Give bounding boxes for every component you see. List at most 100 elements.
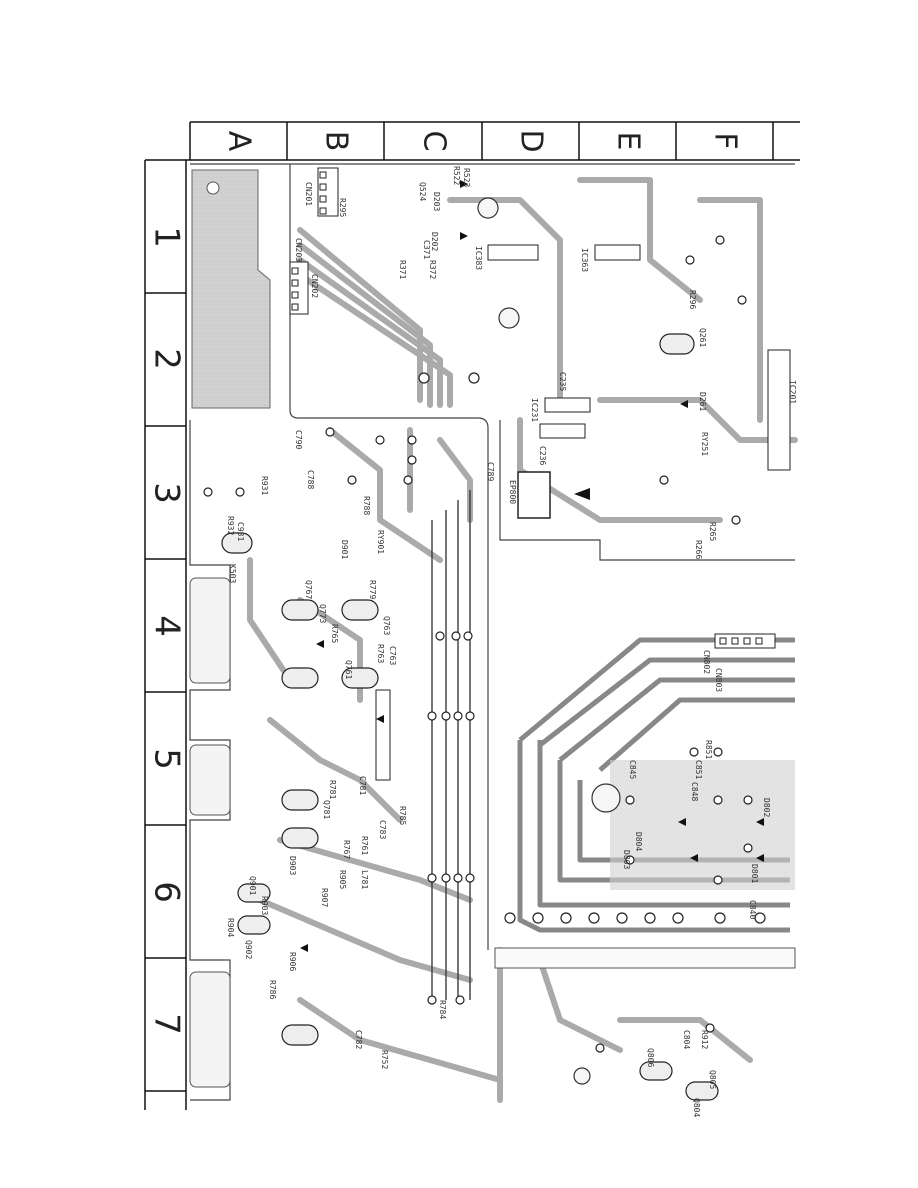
ref-r265: R265: [708, 522, 717, 541]
ref-d802: D802: [762, 798, 771, 817]
diode-icons: [300, 180, 764, 952]
ref-cn201: CN201: [304, 182, 313, 206]
ref-r372: R372: [428, 260, 437, 279]
ref-cn202: CN202: [310, 274, 319, 298]
ref-c851: C851: [694, 760, 703, 779]
ref-cn203: CN203: [294, 238, 303, 262]
ref-r907: R907: [320, 888, 329, 907]
ref-r266: R266: [694, 540, 703, 559]
ref-c848: C848: [690, 782, 699, 801]
ref-ic363: IC363: [580, 248, 589, 272]
ref-r851: R851: [704, 740, 713, 759]
ref-cn803: CN803: [714, 668, 723, 692]
ref-r765: R765: [330, 624, 339, 643]
row-label-5: 5: [147, 748, 187, 770]
ref-d202: D202: [430, 232, 439, 251]
ref-c931: C931: [236, 522, 245, 541]
ref-q805: Q805: [708, 1070, 717, 1089]
column-labels: A B C D E F: [222, 129, 743, 152]
column-label-d: D: [514, 129, 549, 152]
ref-ry901: RY901: [376, 530, 385, 554]
ref-r903: R903: [260, 896, 269, 915]
ref-r295: R295: [338, 198, 347, 217]
ref-q763: Q763: [382, 616, 391, 635]
ref-d203: D203: [432, 192, 441, 211]
edge-connectors: [189, 577, 231, 1088]
transistor-pads: [221, 333, 719, 1101]
arrow-icon: [574, 488, 590, 500]
ref-ic201: IC201: [788, 380, 797, 404]
row-label-6: 6: [147, 881, 187, 903]
electrolytic-capacitors: [477, 197, 621, 1085]
ref-c804: C804: [682, 1030, 691, 1049]
ref-q902: Q902: [244, 940, 253, 959]
row-labels: 1 2 3 4 5 6 7: [147, 226, 187, 1035]
ref-r296: R296: [688, 290, 697, 309]
ref-c845: C845: [628, 760, 637, 779]
ref-c783: C783: [378, 820, 387, 839]
ref-r931: R931: [260, 476, 269, 495]
ref-r763: R763: [376, 644, 385, 663]
ref-c782: C782: [354, 1030, 363, 1049]
ref-r786: R786: [268, 980, 277, 999]
ground-plane-top: [191, 169, 271, 409]
ref-q761: Q761: [344, 660, 353, 679]
ref-c235: C235: [558, 372, 567, 391]
rectifier-block: [610, 760, 795, 890]
ref-r371: R371: [398, 260, 407, 279]
row-label-3: 3: [147, 482, 187, 504]
ref-c790: C790: [294, 430, 303, 449]
bus-traces: [431, 490, 471, 1000]
header-pins: [291, 171, 763, 645]
column-label-f: F: [708, 132, 743, 149]
ref-d804: D804: [634, 832, 643, 851]
ref-d801: D801: [750, 864, 759, 883]
row-label-1: 1: [147, 226, 187, 248]
ref-d903: D903: [288, 856, 297, 875]
board-outline: [189, 163, 795, 1101]
ref-ep800: EP800: [508, 480, 517, 504]
mounting-hole-icon: [206, 181, 220, 195]
ref-q804: Q804: [692, 1098, 701, 1117]
ref-ic383: IC383: [474, 246, 483, 270]
column-label-a: A: [222, 131, 257, 152]
row-label-4: 4: [147, 615, 187, 637]
ref-d803: D803: [622, 850, 631, 869]
ref-r904: R904: [226, 918, 235, 937]
ref-q901: Q901: [248, 876, 257, 895]
ref-q767: Q767: [304, 580, 313, 599]
ref-r784: R784: [438, 1000, 447, 1019]
row-label-2: 2: [147, 348, 187, 370]
ref-q773: Q773: [318, 604, 327, 623]
ref-r522: R522: [452, 166, 461, 185]
ref-r906: R906: [288, 952, 297, 971]
ref-c840: C840: [748, 900, 757, 919]
ref-q261: Q261: [698, 328, 707, 347]
ref-r785: R785: [398, 806, 407, 825]
ref-c371: C371: [422, 240, 431, 259]
solder-pads: [203, 235, 766, 1053]
ref-r767: R767: [342, 840, 351, 859]
column-dividers: [286, 122, 774, 160]
column-label-b: B: [319, 131, 354, 152]
grid-frame: [144, 121, 800, 1110]
column-label-e: E: [611, 132, 646, 151]
ref-c789: C789: [486, 462, 495, 481]
ref-r932: R932: [226, 516, 235, 535]
ref-q806: Q806: [646, 1048, 655, 1067]
ref-r912: R912: [700, 1030, 709, 1049]
ref-cn802: CN802: [702, 650, 711, 674]
ref-q524: Q524: [418, 182, 427, 201]
ref-r781: R781: [328, 780, 337, 799]
ref-r761: R761: [360, 836, 369, 855]
component-labels: CN201 CN202 CN203 R295 Q524 R522 R523 D2…: [226, 166, 797, 1117]
ref-r523: R523: [462, 168, 471, 187]
ref-r905: R905: [338, 870, 347, 889]
row-dividers: [145, 292, 186, 1092]
ref-c781: C781: [358, 776, 367, 795]
ref-r752: R752: [380, 1050, 389, 1069]
ref-r788: R788: [362, 496, 371, 515]
ref-c236: C236: [538, 446, 547, 465]
ref-d261: D261: [698, 392, 707, 411]
